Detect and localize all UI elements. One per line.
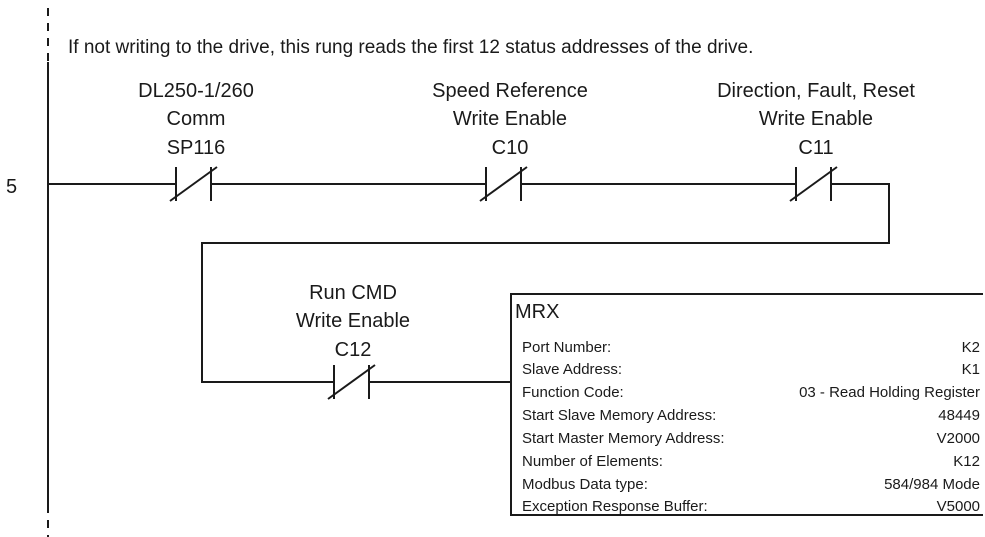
contact-4-line2: Write Enable [296, 310, 410, 332]
rung-number: 5 [6, 176, 17, 198]
rung-comment: If not writing to the drive, this rung r… [68, 37, 753, 58]
contact-c12[interactable] [327, 364, 376, 400]
mrx-row-port-number: Port Number: K2 [522, 339, 980, 356]
svg-text:V2000: V2000 [937, 430, 980, 447]
contact-3-address: C11 [798, 137, 833, 159]
svg-text:Port Number:: Port Number: [522, 339, 611, 356]
svg-text:K1: K1 [962, 361, 980, 378]
mrx-row-function-code: Function Code: 03 - Read Holding Registe… [522, 384, 980, 401]
mrx-row-exception-response-buffer: Exception Response Buffer: V5000 [522, 498, 980, 515]
mrx-row-start-slave-memory-address: Start Slave Memory Address: 48449 [522, 407, 980, 424]
svg-text:Modbus Data type:: Modbus Data type: [522, 476, 648, 493]
svg-text:Slave Address:: Slave Address: [522, 361, 622, 378]
mrx-row-number-of-elements: Number of Elements: K12 [522, 453, 980, 470]
contact-1-line2: Comm [167, 108, 226, 130]
contact-3-line2: Write Enable [759, 108, 873, 130]
contact-2-line2: Write Enable [453, 108, 567, 130]
contact-2-address: C10 [492, 137, 529, 159]
svg-text:03 - Read Holding Register: 03 - Read Holding Register [799, 384, 980, 401]
svg-text:Start Master Memory Address:: Start Master Memory Address: [522, 430, 725, 447]
svg-text:Number of Elements:: Number of Elements: [522, 453, 663, 470]
mrx-instruction-box[interactable]: MRX Port Number: K2 Slave Address: K1 Fu… [510, 293, 983, 516]
mrx-row-modbus-data-type: Modbus Data type: 584/984 Mode [522, 476, 980, 493]
svg-text:Exception Response Buffer:: Exception Response Buffer: [522, 498, 708, 515]
svg-text:Function Code:: Function Code: [522, 384, 624, 401]
contact-c11[interactable] [789, 166, 838, 202]
contact-1-address: SP116 [167, 137, 226, 159]
mrx-row-start-master-memory-address: Start Master Memory Address: V2000 [522, 430, 980, 447]
contact-3-line1: Direction, Fault, Reset [717, 80, 915, 102]
svg-text:48449: 48449 [938, 407, 980, 424]
mrx-row-slave-address: Slave Address: K1 [522, 361, 980, 378]
contact-c10[interactable] [479, 166, 528, 202]
contact-4-address: C12 [335, 339, 372, 361]
contact-1-line1: DL250-1/260 [138, 80, 254, 102]
svg-text:584/984 Mode: 584/984 Mode [884, 476, 980, 493]
svg-text:K12: K12 [953, 453, 980, 470]
svg-text:Start Slave Memory Address:: Start Slave Memory Address: [522, 407, 716, 424]
contact-4-line1: Run CMD [309, 282, 397, 304]
mrx-title: MRX [515, 301, 559, 323]
svg-text:K2: K2 [962, 339, 980, 356]
contact-sp116[interactable] [169, 166, 218, 202]
svg-text:V5000: V5000 [937, 498, 980, 515]
rung-wire-top [48, 183, 890, 300]
rung-wire-bottom [201, 243, 511, 383]
contact-2-line1: Speed Reference [432, 80, 588, 102]
